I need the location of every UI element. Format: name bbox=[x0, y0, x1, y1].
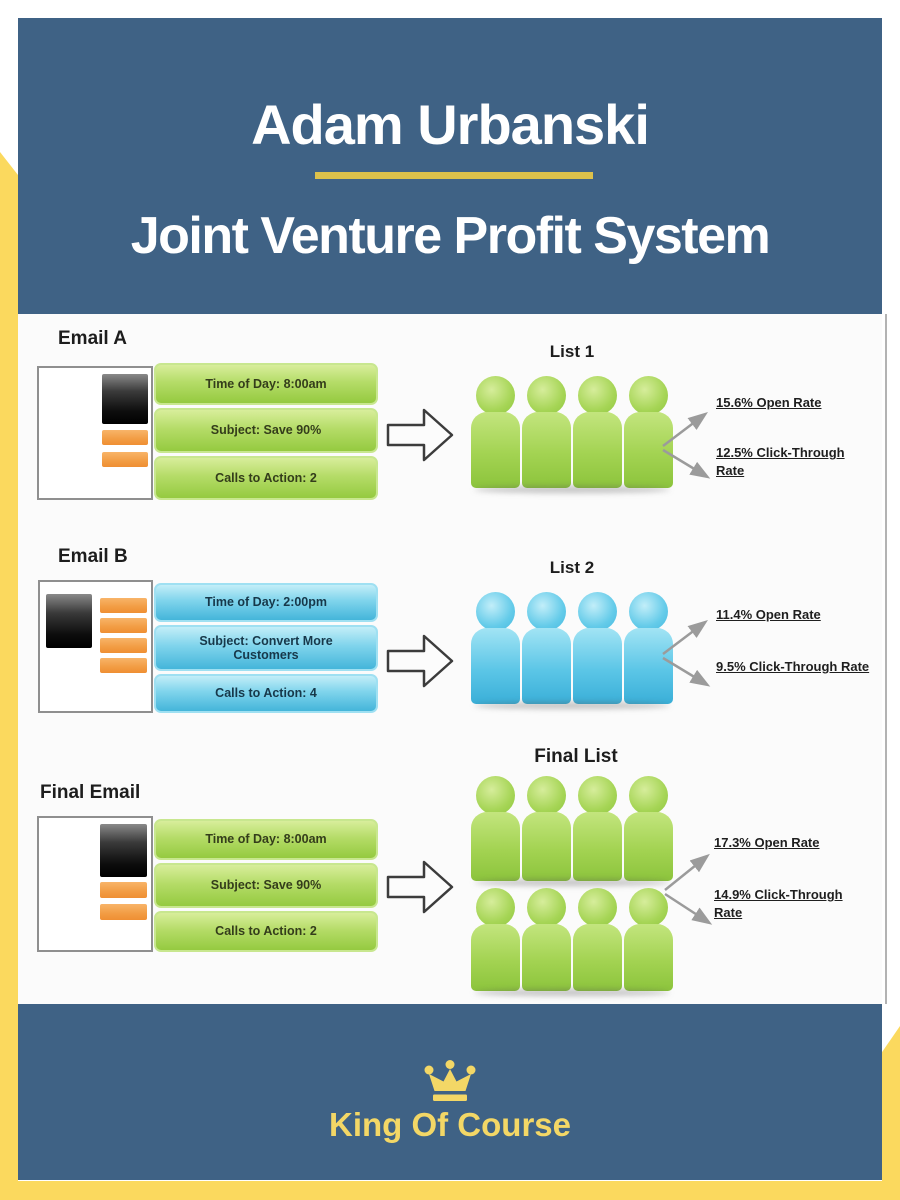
course-title: Joint Venture Profit System bbox=[130, 207, 771, 265]
email-attribute-bar: Time of Day: 8:00am bbox=[154, 819, 378, 860]
email-preview-box bbox=[38, 580, 153, 713]
bar-text: Calls to Action: 2 bbox=[215, 470, 317, 485]
bar-text: Time of Day: 8:00am bbox=[205, 832, 327, 847]
envelope-icon bbox=[100, 824, 147, 877]
attachment-bar bbox=[102, 430, 148, 445]
person-icon bbox=[572, 592, 623, 706]
corner-ribbon-right bbox=[882, 1026, 900, 1200]
attachment-bar bbox=[100, 904, 147, 920]
click-rate-label: 12.5% Click-Through Rate bbox=[716, 445, 845, 478]
crown-icon bbox=[424, 1060, 476, 1101]
person-icon bbox=[572, 888, 623, 993]
attachment-bar bbox=[102, 452, 148, 467]
person-icon bbox=[521, 776, 572, 883]
person-icon bbox=[572, 776, 623, 883]
click-rate-label: 9.5% Click-Through Rate bbox=[716, 659, 870, 674]
person-icon bbox=[470, 376, 521, 490]
bar-text: Calls to Action: 2 bbox=[215, 924, 317, 939]
email-label: Email B bbox=[58, 546, 128, 567]
email-preview-box bbox=[37, 816, 153, 952]
brand-name: King Of Course bbox=[328, 1106, 571, 1143]
person-icon bbox=[572, 376, 623, 490]
open-rate-label: 17.3% Open Rate bbox=[714, 835, 820, 850]
person-icon bbox=[470, 888, 521, 993]
bar-text: Time of Day: 2:00pm bbox=[204, 595, 328, 610]
email-attribute-bar: Subject: Save 90% bbox=[154, 408, 378, 453]
diagram-edge-line bbox=[885, 314, 887, 1004]
email-attribute-bar: Time of Day: 2:00pm bbox=[154, 583, 378, 622]
email-attribute-bar: Calls to Action: 2 bbox=[154, 911, 378, 952]
split-arrows-icon bbox=[664, 853, 713, 925]
bar-text: Time of Day: 8:00am bbox=[205, 376, 327, 391]
crown-container bbox=[18, 1058, 882, 1102]
split-arrows-icon bbox=[662, 411, 711, 479]
audience-group bbox=[470, 376, 674, 490]
split-arrows-icon bbox=[662, 619, 711, 687]
attachment-bar bbox=[100, 638, 147, 653]
person-icon bbox=[470, 592, 521, 706]
click-rate-label: 14.9% Click-Through Rate bbox=[714, 887, 843, 920]
person-icon bbox=[521, 888, 572, 993]
list-label: List 1 bbox=[549, 342, 595, 361]
author-name: Adam Urbanski bbox=[251, 93, 650, 156]
envelope-icon bbox=[46, 594, 92, 648]
title-divider bbox=[315, 172, 593, 179]
person-icon bbox=[521, 376, 572, 490]
envelope-icon bbox=[102, 374, 148, 424]
email-attribute-bar: Subject: Convert More Customers bbox=[154, 625, 378, 671]
person-icon bbox=[521, 592, 572, 706]
email-attribute-bar: Calls to Action: 2 bbox=[154, 456, 378, 500]
attachment-bar bbox=[100, 598, 147, 613]
open-rate-label: 15.6% Open Rate bbox=[716, 395, 822, 410]
person-icon bbox=[623, 888, 674, 993]
email-attribute-bar: Calls to Action: 4 bbox=[154, 674, 378, 713]
arrow-right-icon bbox=[386, 634, 454, 688]
email-preview-box bbox=[37, 366, 153, 500]
audience-group bbox=[470, 888, 674, 993]
list-label: Final List bbox=[534, 746, 618, 767]
bar-text: Calls to Action: 4 bbox=[215, 686, 317, 701]
bar-text: Subject: Save 90% bbox=[210, 878, 322, 893]
open-rate-label: 11.4% Open Rate bbox=[716, 607, 821, 622]
audience-group bbox=[470, 776, 674, 883]
email-label: Final Email bbox=[40, 782, 141, 803]
bar-text: Subject: Convert More Customers bbox=[199, 633, 333, 662]
email-attribute-bar: Subject: Save 90% bbox=[154, 863, 378, 908]
email-attribute-bar: Time of Day: 8:00am bbox=[154, 363, 378, 405]
email-label: Email A bbox=[58, 328, 127, 349]
attachment-bar bbox=[100, 658, 147, 673]
person-icon bbox=[470, 776, 521, 883]
diagram-band: Email A Time of Day: 8:00am Subject: Sav… bbox=[18, 314, 882, 1004]
audience-group bbox=[470, 592, 674, 706]
arrow-right-icon bbox=[386, 408, 454, 462]
person-icon bbox=[623, 592, 674, 706]
arrow-right-icon bbox=[386, 860, 454, 914]
attachment-bar bbox=[100, 618, 147, 633]
corner-ribbon-bottom bbox=[0, 1181, 900, 1200]
corner-ribbon-left bbox=[0, 152, 18, 1200]
list-label: List 2 bbox=[549, 558, 595, 577]
person-icon bbox=[623, 776, 674, 883]
attachment-bar bbox=[100, 882, 147, 898]
bar-text: Subject: Save 90% bbox=[210, 423, 322, 438]
